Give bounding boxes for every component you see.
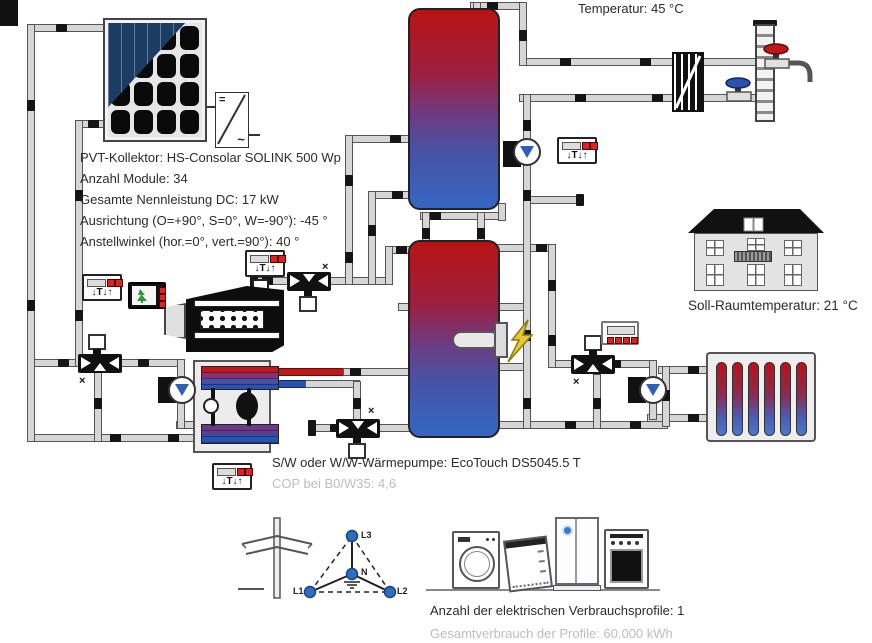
inverter[interactable]: = ~ (215, 92, 249, 148)
controller[interactable] (601, 321, 639, 345)
pipe (385, 246, 393, 285)
fan-icon (164, 303, 186, 339)
mixing-valve-source[interactable] (78, 354, 122, 373)
pipe (345, 135, 353, 285)
snowflake-icon (564, 527, 571, 534)
pipe (519, 58, 677, 66)
dhw-temperature-label: Temperatur: 45 °C (578, 1, 684, 16)
pipe (496, 421, 668, 429)
washing-machine-icon[interactable] (452, 531, 500, 589)
controller[interactable]: ↓T↓↑ (245, 250, 286, 277)
pvt-info-line-4: Ausrichtung (O=+90°, S=0°, W=-90°): -45 … (80, 213, 328, 228)
pvt-info-line-3: Gesamte Nennleistung DC: 17 kW (80, 192, 279, 207)
expansion-valve-icon (203, 398, 219, 414)
pump-source-loop[interactable] (168, 376, 196, 404)
pipe-condenser-cold (277, 380, 307, 388)
controller[interactable]: ↓T↓↑ (82, 274, 123, 301)
controller[interactable]: ↓T↓↑ (212, 463, 253, 490)
controller[interactable]: ↓T↓↑ (557, 137, 598, 164)
pipe (702, 58, 760, 66)
mixing-valve-heating[interactable] (571, 355, 615, 374)
dishwasher-icon[interactable] (502, 535, 554, 593)
consumer-profiles-label: Anzahl der elektrischen Verbrauchsprofil… (430, 603, 685, 618)
dc-symbol: = (219, 94, 226, 106)
phase-label-l2: L2 (397, 586, 408, 596)
phase-label-l1: L1 (293, 586, 304, 596)
compressor-icon (236, 392, 258, 420)
pvt-collector[interactable] (103, 18, 207, 142)
lightning-icon (507, 319, 534, 363)
pvt-info-line-2: Anzahl Module: 34 (80, 171, 188, 186)
balcony (734, 251, 772, 262)
pipe-condenser-hot (277, 368, 345, 376)
room-setpoint-label: Soll-Raumtemperatur: 21 °C (688, 298, 858, 313)
evaporator-coil (201, 424, 279, 444)
heating-element-flange (494, 322, 508, 358)
fridge-icon[interactable] (555, 517, 599, 585)
ac-symbol: ~ (237, 132, 245, 147)
pipe (523, 196, 578, 204)
pipe (548, 244, 556, 368)
pipe (27, 24, 35, 442)
heat-pump-cop-label: COP bei B0/W35: 4,6 (272, 476, 397, 491)
pvt-info-line-5: Anstellwinkel (hor.=0°, vert.=90°): 40 ° (80, 234, 300, 249)
cold-water-valve[interactable] (724, 76, 760, 104)
heat-exchanger[interactable] (672, 52, 704, 112)
pipe (345, 135, 412, 143)
pvt-info-line-1: PVT-Kollektor: HS-Consolar SOLINK 500 Wp (80, 150, 341, 165)
pipe (305, 380, 360, 388)
pipe (27, 24, 112, 32)
mixing-valve-hp[interactable] (287, 272, 331, 291)
buffer-tank-upper[interactable] (408, 8, 500, 210)
radiator[interactable] (706, 352, 816, 442)
pipe (368, 191, 376, 285)
phase-label-l3: L3 (361, 530, 372, 540)
three-phase-icon[interactable] (298, 522, 402, 602)
condenser-coil (201, 366, 279, 390)
heat-pump-model-label: S/W oder W/W-Wärmepumpe: EcoTouch DS5045… (272, 455, 581, 470)
pipe (523, 94, 531, 429)
stove-icon[interactable] (604, 529, 649, 589)
heat-pump-outdoor-unit[interactable] (186, 279, 284, 352)
grid-pylon-icon[interactable] (234, 510, 314, 602)
mixing-valve-tank[interactable] (336, 419, 380, 438)
heating-element[interactable] (452, 331, 500, 349)
pump-solar-loop[interactable] (513, 138, 541, 166)
system-display[interactable] (128, 282, 166, 309)
pump-heating-loop[interactable] (639, 376, 667, 404)
total-consumption-label: Gesamtverbrauch der Profile: 60.000 kWh (430, 626, 673, 641)
phase-label-n: N (361, 567, 368, 577)
building-icon[interactable] (686, 205, 826, 293)
hot-water-tap[interactable] (762, 40, 818, 90)
evaporator-panel (200, 310, 264, 329)
pipe (498, 203, 506, 221)
